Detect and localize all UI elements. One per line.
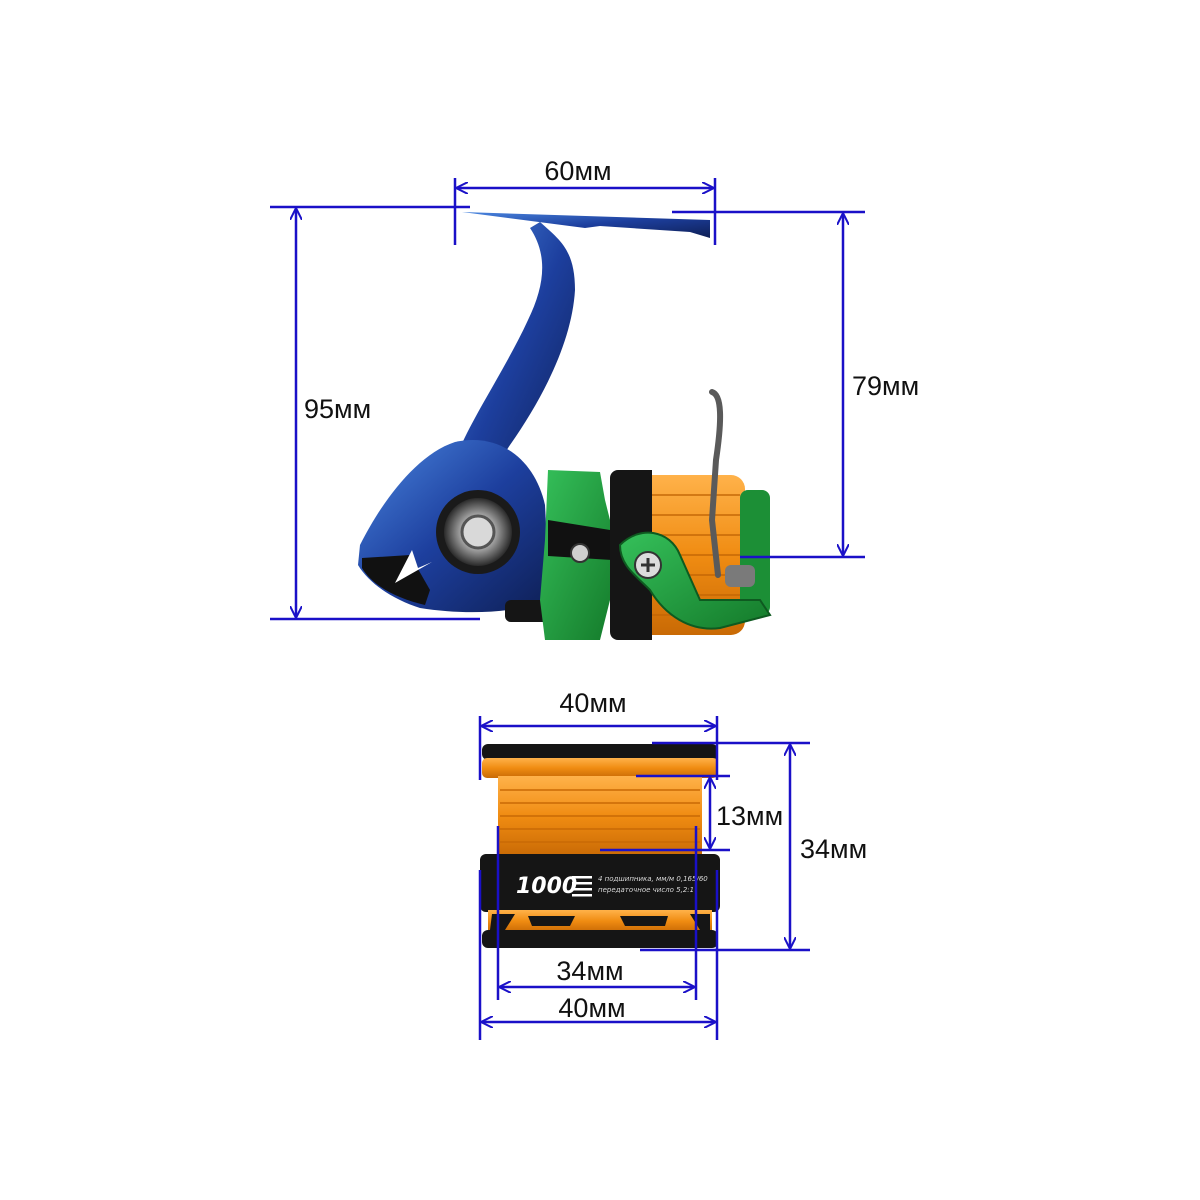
spinning-reel: [358, 212, 772, 640]
logo-mark-icon: [395, 550, 432, 583]
dim-label-spool-inner-diameter: 34мм: [556, 956, 623, 986]
spare-spool: 1000 4 подшипника, мм/м 0,165/60 передат…: [480, 744, 720, 948]
reel-dimension-lines: [270, 178, 865, 621]
spool-top-lip: [482, 744, 718, 760]
bail-wire: [708, 389, 724, 578]
reel-base: [505, 600, 550, 622]
spool-label-band: [480, 854, 720, 912]
reel-stem: [455, 222, 575, 485]
spool-top-rim: [482, 758, 718, 778]
spool-skirt: [488, 910, 712, 932]
spool-dimension-lines: [478, 716, 810, 1040]
rotor-screw-icon: [570, 543, 590, 563]
spool-stripes-icon: [572, 876, 592, 897]
dim-label-spool-height: 34мм: [800, 834, 867, 864]
dim-label-spool-line-depth: 13мм: [716, 801, 783, 831]
dim-label-spool-bottom-diameter: 40мм: [558, 993, 625, 1023]
spool-bottom-lip: [482, 930, 718, 948]
reel-foot: [462, 212, 710, 238]
spool-model-number: 1000: [516, 874, 577, 899]
spool-spec-line-2: передаточное число 5,2:1: [598, 886, 694, 894]
dim-label-reel-width: 60мм: [544, 156, 611, 186]
dim-label-spool-top-diameter: 40мм: [559, 688, 626, 718]
spool-spec-line-1: 4 подшипника, мм/м 0,165/60: [598, 875, 708, 883]
dim-label-reel-foot-to-spool: 79мм: [852, 371, 919, 401]
dim-label-reel-height: 95мм: [304, 394, 371, 424]
